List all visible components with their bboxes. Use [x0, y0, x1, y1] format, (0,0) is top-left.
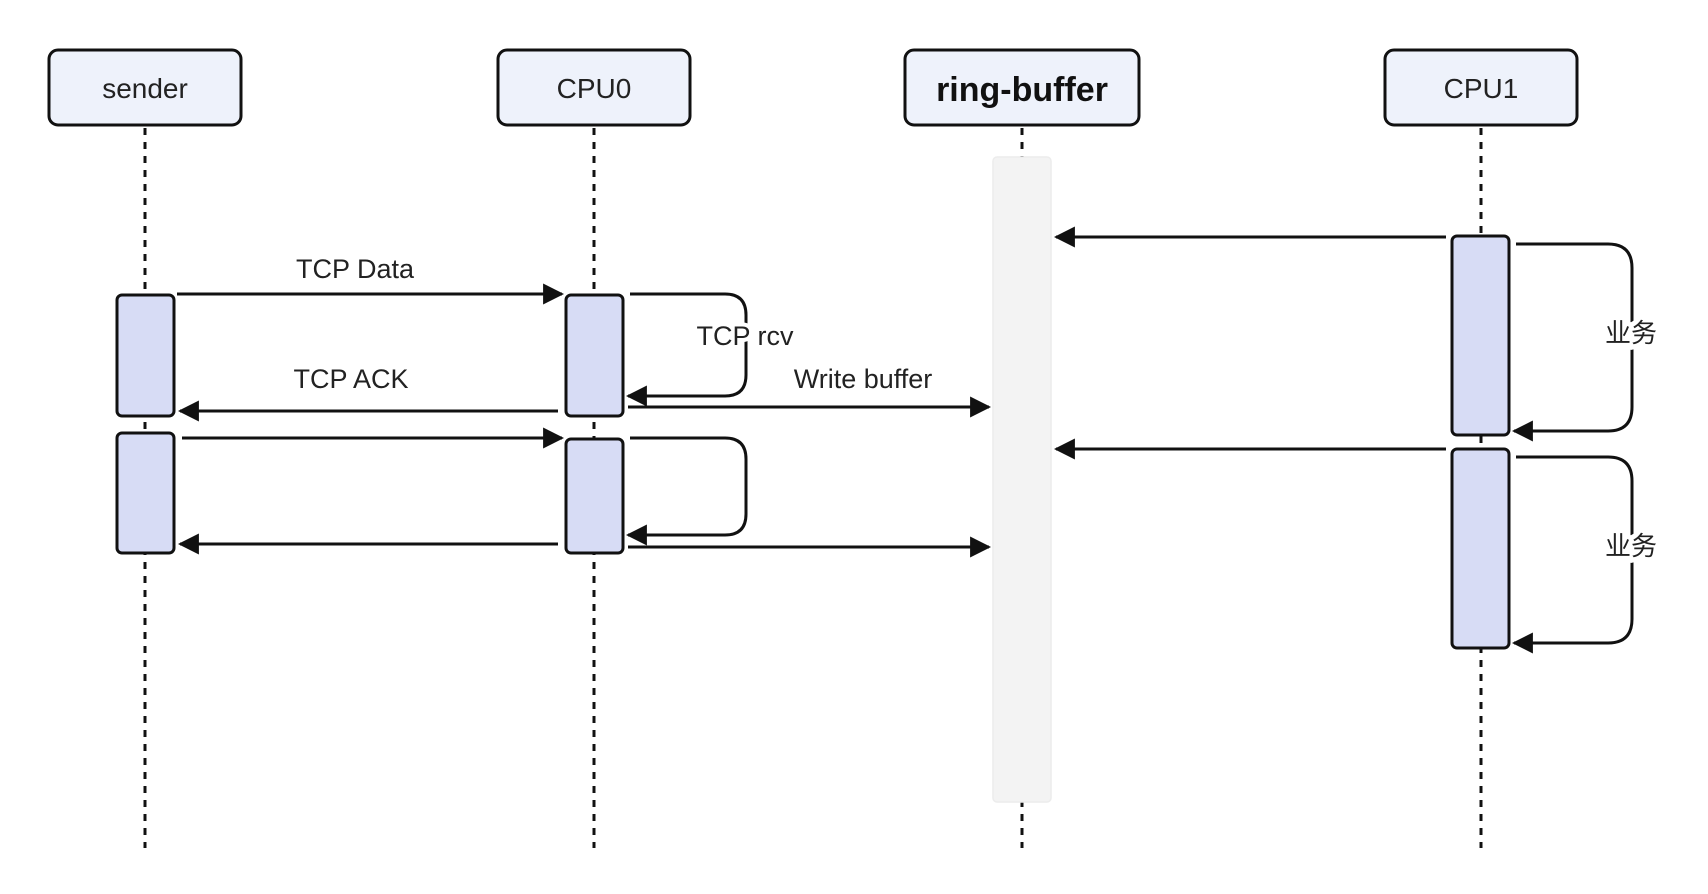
msg-tcp-rcv-2-self-arrow — [625, 436, 748, 546]
activation-cpu0-2 — [564, 437, 625, 555]
activation-sender-1 — [115, 293, 176, 418]
participant-cpu1: CPU1 — [1383, 48, 1579, 127]
msg-business-2-label: 业务 — [1605, 532, 1657, 562]
msg-tcp-data-label: TCP Data — [296, 254, 415, 284]
msg-tcp-rcv-self-arrow — [625, 292, 748, 407]
participant-ring-buffer-label: ring-buffer — [936, 71, 1108, 109]
msg-business-1-self-arrow — [1511, 242, 1634, 442]
msg-business-2-self-arrow — [1511, 455, 1634, 654]
participant-cpu0: CPU0 — [496, 48, 692, 127]
participant-cpu0-label: CPU0 — [557, 73, 632, 104]
msg-tcp-ack-label: TCP ACK — [293, 364, 408, 394]
activation-cpu1-1 — [1450, 234, 1511, 437]
msg-business-1-label: 业务 — [1605, 319, 1657, 349]
activation-sender-2 — [115, 431, 176, 555]
participant-sender-label: sender — [102, 73, 188, 104]
participant-sender: sender — [47, 48, 243, 127]
msg-write-buffer-label: Write buffer — [794, 364, 933, 394]
participant-cpu1-label: CPU1 — [1444, 73, 1519, 104]
ring-buffer-bar — [992, 156, 1052, 803]
msg-tcp-rcv-label: TCP rcv — [696, 321, 794, 351]
activation-cpu0-1 — [564, 293, 625, 418]
participant-ring-buffer: ring-buffer — [903, 48, 1141, 127]
activation-cpu1-2 — [1450, 447, 1511, 650]
